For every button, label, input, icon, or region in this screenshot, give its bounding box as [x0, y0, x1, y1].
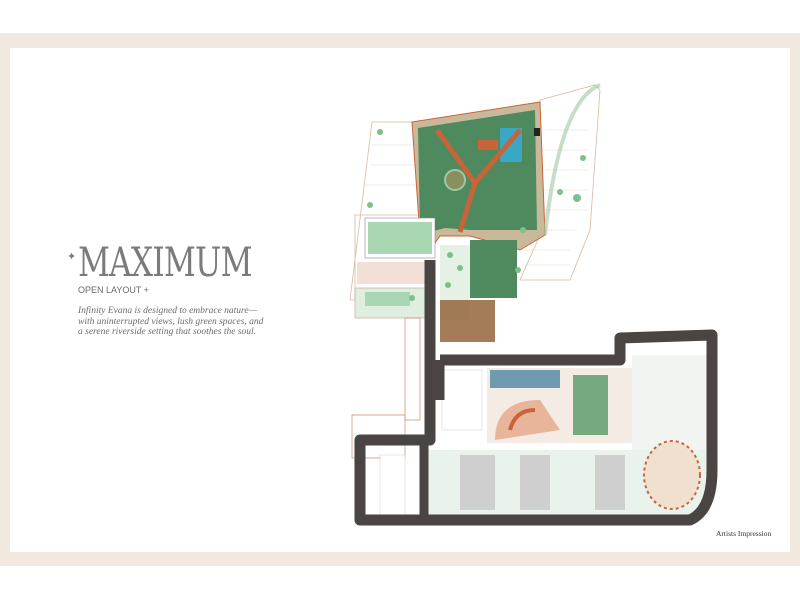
upper-site: [349, 83, 601, 342]
page-title: MAXIMUM: [78, 240, 253, 286]
page-subtitle: OPEN LAYOUT +: [78, 285, 149, 295]
road: [354, 260, 718, 526]
sparkle-icon: ✦: [67, 251, 77, 263]
lower-site: [354, 260, 718, 526]
description-text: Infinity Evana is designed to embrace na…: [78, 306, 264, 337]
artists-impression-caption: Artists Impression: [716, 529, 772, 538]
